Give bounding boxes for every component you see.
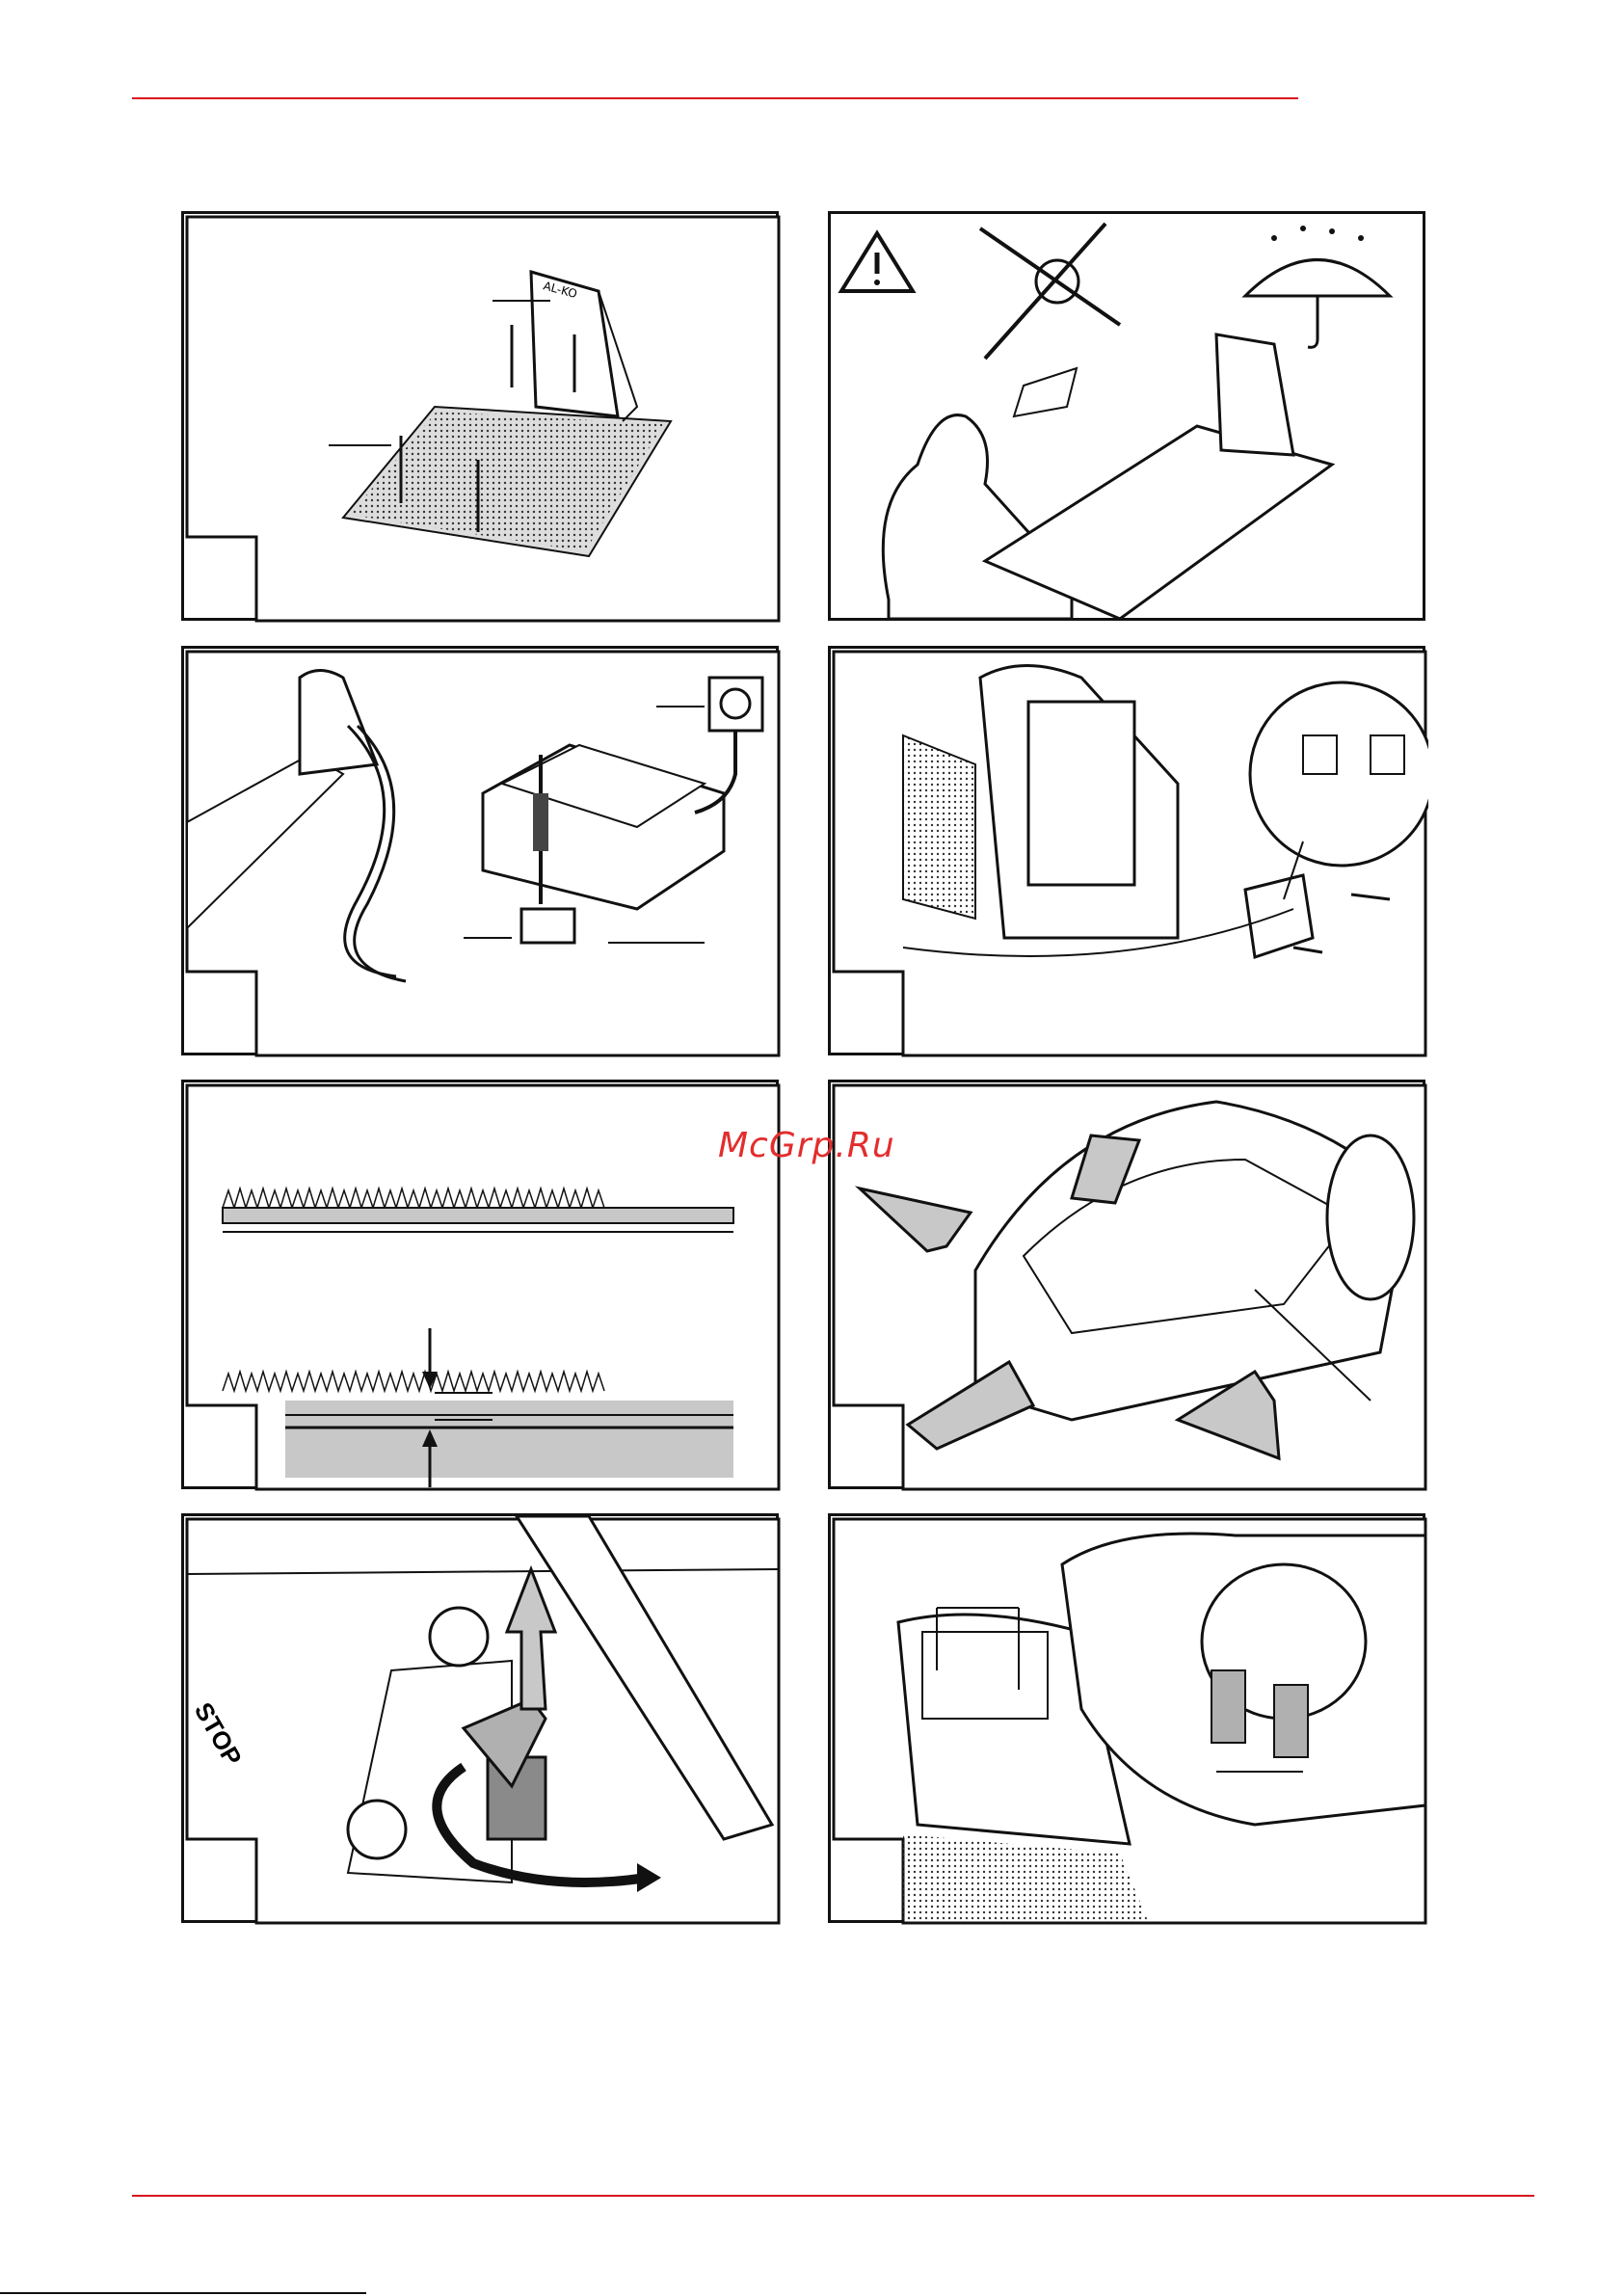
wire-depth-illustration bbox=[184, 1082, 782, 1492]
panel-charging-contacts bbox=[828, 1513, 1425, 1923]
watermark: McGrp.Ru bbox=[718, 1126, 895, 1165]
umbrella-rain-icon bbox=[1245, 226, 1390, 347]
power-connection-illustration bbox=[184, 649, 782, 1058]
bottom-rule bbox=[132, 2195, 1534, 2197]
station-terminal-illustration bbox=[831, 649, 1428, 1058]
warning-icon bbox=[841, 233, 913, 291]
footer-line bbox=[0, 2292, 366, 2294]
panel-lift-mower bbox=[828, 1080, 1425, 1489]
top-rule bbox=[132, 97, 1298, 99]
safety-illustration bbox=[831, 214, 1428, 624]
panel-wire-depth bbox=[181, 1080, 779, 1489]
lift-mower-illustration bbox=[831, 1082, 1428, 1492]
no-sun-icon bbox=[980, 224, 1120, 359]
panel-cutting-height: STOP bbox=[181, 1513, 779, 1923]
cutting-height-illustration: STOP bbox=[184, 1516, 782, 1926]
panel-power-connection bbox=[181, 646, 779, 1055]
station-mounting-illustration: AL-KO bbox=[184, 214, 782, 624]
panel-safety-warning bbox=[828, 211, 1425, 621]
panel-station-terminal bbox=[828, 646, 1425, 1055]
charging-contacts-illustration bbox=[831, 1516, 1428, 1926]
panel-station-mounting: AL-KO bbox=[181, 211, 779, 621]
